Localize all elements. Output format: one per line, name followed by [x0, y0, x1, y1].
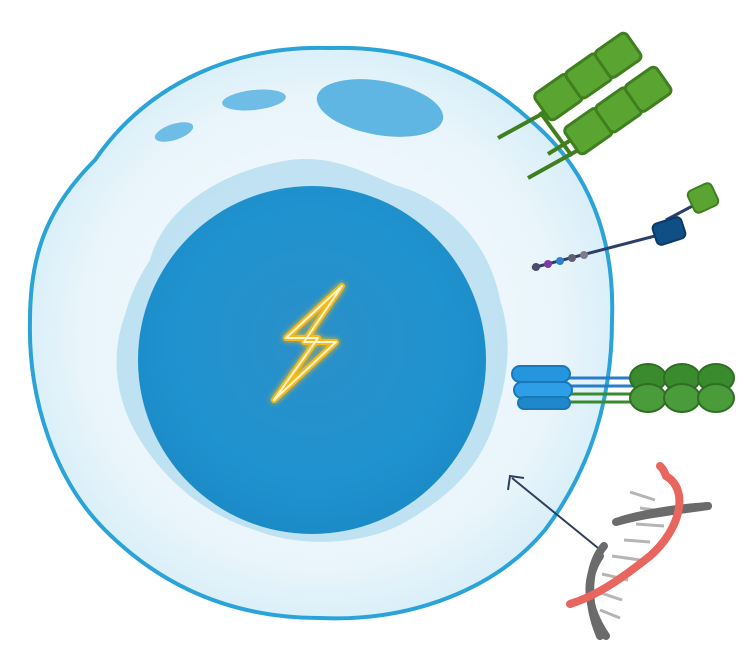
organelle-large: [316, 79, 444, 137]
organelle-medium: [222, 89, 286, 111]
receptor-complex-icon: [511, 363, 735, 413]
organelle-small: [154, 122, 194, 142]
molecular-probe-icon: [531, 182, 720, 271]
antibody-pair-icon: [497, 31, 673, 180]
uptake-arrow-icon: [507, 474, 599, 549]
dna-helix-icon: [566, 462, 712, 640]
nucleus-icon: [138, 186, 486, 534]
